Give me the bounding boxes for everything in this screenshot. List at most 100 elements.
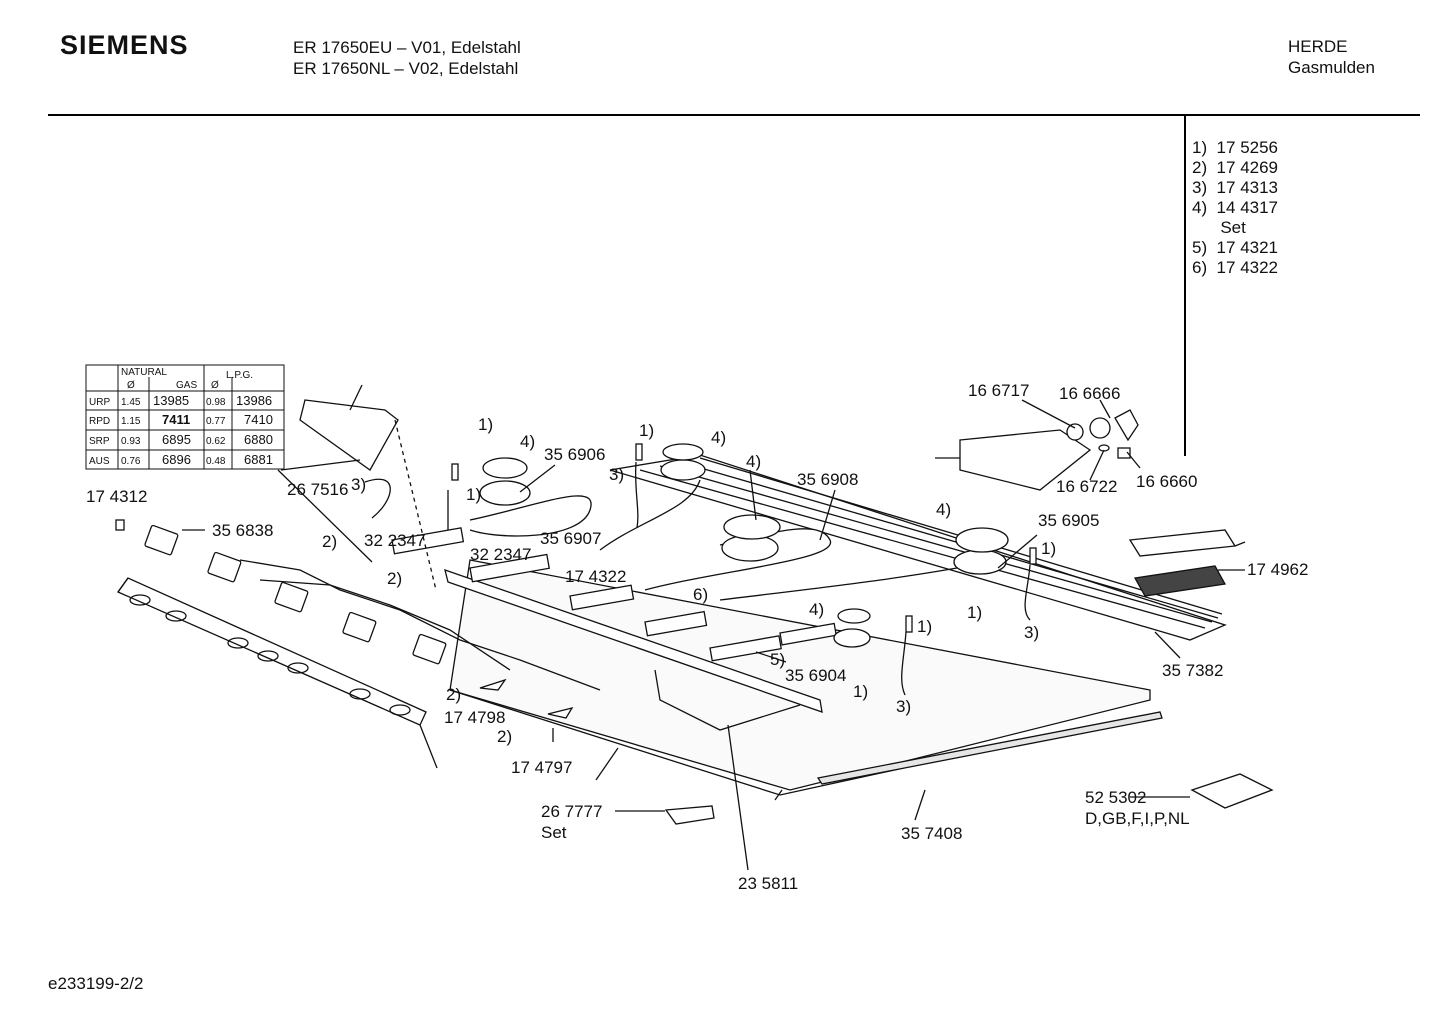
- ref-marker: 3): [1024, 623, 1039, 642]
- part-label: 17 4322: [565, 567, 626, 586]
- table-header-dia: Ø: [211, 380, 219, 391]
- ref-marker: 1): [639, 421, 654, 440]
- part-label: 35 6904: [785, 666, 846, 685]
- manual-booklet: [1190, 773, 1274, 809]
- legend-item: 3) 17 4313: [1192, 178, 1279, 197]
- brand-logo: SIEMENS: [60, 30, 189, 60]
- nozzle-table: [85, 364, 285, 470]
- ref-marker: 4): [520, 432, 535, 451]
- legend-item: 2) 17 4269: [1192, 158, 1279, 177]
- part-label: 16 6666: [1059, 384, 1120, 403]
- connector-housing: [959, 429, 1092, 491]
- drawing-lines: [115, 384, 1274, 871]
- ref-marker: 2): [497, 727, 512, 746]
- ref-marker: 5): [770, 650, 785, 669]
- part-label: 26 7777: [541, 802, 602, 821]
- ref-marker: 6): [693, 585, 708, 604]
- part-label: 52 5302: [1085, 788, 1146, 807]
- table-row-name: RPD: [89, 416, 110, 427]
- table-cell: 6880: [244, 432, 273, 447]
- bracket-top: [1128, 529, 1237, 557]
- legend-item: 1) 17 5256: [1192, 138, 1279, 157]
- table-cell: 0.76: [121, 456, 141, 467]
- table-cell: 1.45: [121, 397, 141, 408]
- part-legend: 1) 17 5256 2) 17 4269 3) 17 4313 4) 14 4…: [1192, 138, 1278, 278]
- part-label: 32 2347: [364, 531, 425, 550]
- table-cell: 1.15: [121, 416, 141, 427]
- part-label: Set: [541, 823, 567, 842]
- ref-marker: 2): [322, 532, 337, 551]
- part-label: 35 7408: [901, 824, 962, 843]
- legend-item: 6) 17 4322: [1192, 258, 1279, 277]
- part-label: 17 4797: [511, 758, 572, 777]
- legend-item: 4) 14 4317: [1192, 198, 1279, 217]
- part-label: 17 4798: [444, 708, 505, 727]
- ref-marker: 1): [853, 682, 868, 701]
- ref-marker: 2): [387, 569, 402, 588]
- table-cell: 13985: [153, 393, 189, 408]
- ref-marker: 1): [478, 415, 493, 434]
- table-row-name: SRP: [89, 436, 110, 447]
- part-label: 23 5811: [738, 874, 798, 893]
- legend-divider: [1184, 116, 1186, 456]
- table-cell: 0.48: [206, 456, 226, 467]
- ref-marker: 3): [896, 697, 911, 716]
- part-label: 16 6722: [1056, 477, 1117, 496]
- part-label: 35 6908: [797, 470, 858, 489]
- part-label: 35 6906: [544, 445, 605, 464]
- front-trim-strip: [816, 711, 1163, 785]
- ref-marker: 3): [351, 475, 366, 494]
- ref-marker: 4): [809, 600, 824, 619]
- part-label: 35 6907: [540, 529, 601, 548]
- rear-rail: [444, 568, 823, 713]
- document-id: e233199-2/2: [48, 974, 144, 993]
- part-label: 35 7382: [1162, 661, 1223, 680]
- burner-pipe: [469, 495, 592, 537]
- category-line-1: HERDE: [1288, 37, 1348, 56]
- part-label: 16 6717: [968, 381, 1029, 400]
- base-tray: [449, 559, 1151, 791]
- category-line-2: Gasmulden: [1288, 58, 1375, 77]
- header-divider: [48, 114, 1420, 116]
- table-cell: 6896: [162, 452, 191, 467]
- part-label: 35 6838: [212, 521, 273, 540]
- legend-item: Set: [1192, 218, 1246, 237]
- ref-marker: 1): [917, 617, 932, 636]
- table-cell: 0.62: [206, 436, 226, 447]
- ref-marker: 1): [967, 603, 982, 622]
- cover-plate: [299, 399, 399, 471]
- ref-marker: 1): [466, 485, 481, 504]
- part-label: 16 6660: [1136, 472, 1197, 491]
- model-line-1: ER 17650EU – V01, Edelstahl: [293, 38, 521, 57]
- gas-pipe: [654, 669, 801, 731]
- bracket-bottom: [1133, 565, 1227, 597]
- table-row-name: URP: [89, 397, 110, 408]
- part-label: 17 4312: [86, 487, 147, 506]
- table-cell: 0.77: [206, 416, 226, 427]
- ref-marker: 1): [1041, 539, 1056, 558]
- table-cell: 7410: [244, 412, 273, 427]
- table-cell: 0.93: [121, 436, 141, 447]
- model-line-2: ER 17650NL – V02, Edelstahl: [293, 59, 519, 78]
- ref-marker: 4): [711, 428, 726, 447]
- table-cell: 6895: [162, 432, 191, 447]
- ref-marker: 2): [446, 685, 461, 704]
- ref-marker: 4): [746, 452, 761, 471]
- table-cell: 0.98: [206, 397, 226, 408]
- table-header-natural: NATURAL: [121, 367, 167, 378]
- table-cell: 7411: [162, 412, 190, 427]
- ref-marker: 3): [609, 465, 624, 484]
- table-header-lpg: L.P.G.: [226, 370, 253, 381]
- table-cell: 13986: [236, 393, 272, 408]
- table-header-gas: GAS: [176, 380, 197, 391]
- part-label: D,GB,F,I,P,NL: [1085, 809, 1190, 828]
- table-header-dia: Ø: [127, 380, 135, 391]
- legend-item: 5) 17 4321: [1192, 238, 1279, 257]
- table-cell: 6881: [244, 452, 273, 467]
- table-row-name: AUS: [89, 456, 110, 467]
- ref-marker: 4): [936, 500, 951, 519]
- part-label: 17 4962: [1247, 560, 1308, 579]
- part-label: 35 6905: [1038, 511, 1099, 530]
- part-label: 32 2347: [470, 545, 531, 564]
